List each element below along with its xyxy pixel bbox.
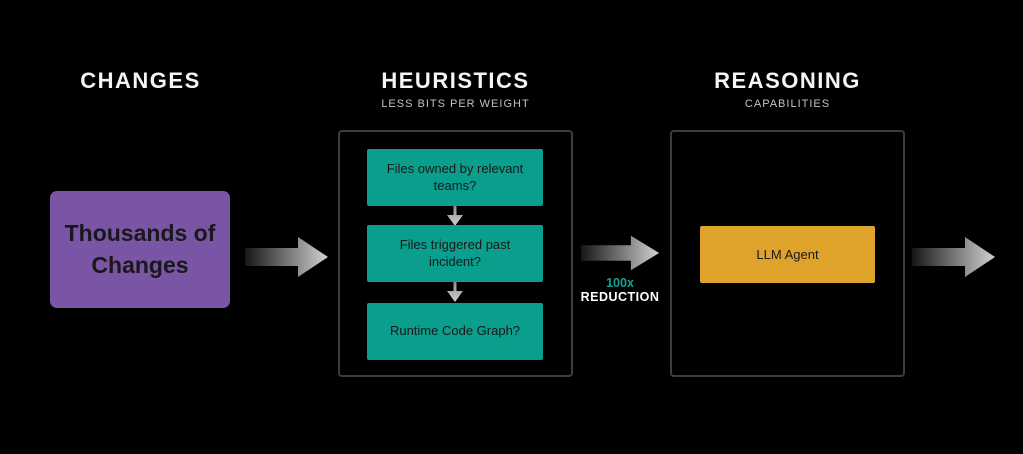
- heuristic-step-box-3: Runtime Code Graph?: [367, 303, 543, 360]
- flow-arrow-icon-3: [912, 237, 995, 277]
- column-title-reasoning: REASONING: [714, 68, 861, 93]
- llm-agent-box: LLM Agent: [700, 226, 875, 283]
- changes-box-label: Thousands of Changes: [64, 220, 216, 278]
- flow-arrow-icon-1: [245, 237, 328, 277]
- reduction-label: REDUCTION: [580, 290, 660, 304]
- changes-box: Thousands of Changes: [50, 191, 230, 308]
- column-title-heuristics: HEURISTICS: [381, 68, 530, 93]
- llm-agent-label: LLM Agent: [756, 247, 819, 262]
- reduction-amount: 100x: [606, 276, 634, 290]
- heuristic-step-box-2: Files triggered past incident?: [367, 225, 543, 282]
- column-title-changes: CHANGES: [80, 68, 201, 93]
- reasoning-container: LLM Agent: [670, 130, 905, 377]
- column-subtitle-reasoning: CAPABILITIES: [744, 98, 831, 110]
- heuristic-step-label-2: Files triggered past incident?: [399, 236, 511, 269]
- reduction-label-group: 100x REDUCTION: [570, 276, 670, 304]
- down-arrow-icon-2: [447, 282, 463, 302]
- column-subtitle-heuristics: LESS BITS PER WEIGHT: [381, 98, 530, 110]
- down-arrow-icon-1: [447, 206, 463, 226]
- heuristic-step-label-1: Files owned by relevant teams?: [386, 160, 524, 193]
- heuristics-container: Files owned by relevant teams? Files tri…: [338, 130, 573, 377]
- flow-arrow-icon-2: [581, 235, 660, 271]
- heuristic-step-box-1: Files owned by relevant teams?: [367, 149, 543, 206]
- heuristic-step-label-3: Runtime Code Graph?: [389, 323, 521, 339]
